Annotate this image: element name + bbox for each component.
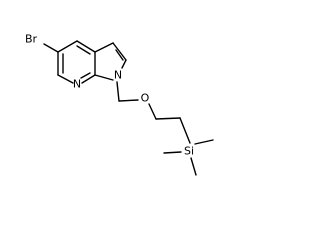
molecule-drawing: Br N N O Si xyxy=(25,33,214,176)
silicon-label: Si xyxy=(184,145,194,158)
bond xyxy=(190,157,197,176)
bond xyxy=(43,43,59,53)
pyrrole-nitrogen-label: N xyxy=(114,69,122,82)
bond xyxy=(121,59,127,69)
bond xyxy=(163,151,182,154)
bond xyxy=(116,81,120,102)
bromine-label: Br xyxy=(25,33,38,46)
bond xyxy=(76,45,91,55)
bond xyxy=(155,117,181,120)
bond xyxy=(194,139,214,145)
bond xyxy=(94,74,114,81)
bond xyxy=(57,40,78,53)
pyridine-nitrogen-label: N xyxy=(73,78,81,91)
bond xyxy=(57,74,74,84)
structure-diagram: Br N N O Si xyxy=(25,33,214,176)
bond xyxy=(179,117,191,144)
bond xyxy=(148,103,157,120)
bond xyxy=(118,99,139,102)
bond xyxy=(115,49,124,61)
bond xyxy=(76,40,96,53)
bond xyxy=(81,74,96,84)
bond xyxy=(112,42,127,61)
bond xyxy=(94,42,114,53)
bond xyxy=(80,72,91,79)
oxygen-label: O xyxy=(141,92,150,105)
